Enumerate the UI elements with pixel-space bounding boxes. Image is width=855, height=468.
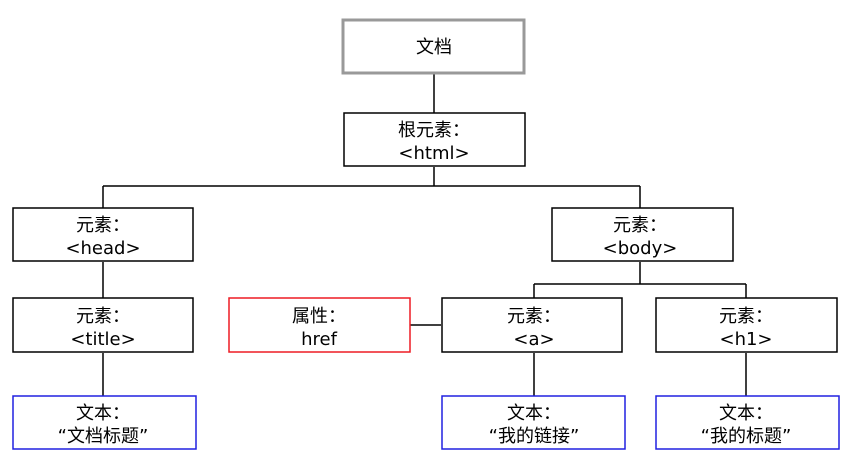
node-a-text-value: “我的链接” [489, 426, 580, 447]
node-a-text-type: 文本： [507, 403, 561, 424]
node-html-type: 根元素： [398, 120, 470, 141]
node-href-attribute: 属性： href [228, 297, 411, 353]
node-h1-tag: <h1> [719, 329, 772, 350]
node-head: 元素： <head> [12, 207, 194, 262]
node-a-type: 元素： [507, 306, 561, 327]
node-h1-text-type: 文本： [719, 403, 773, 424]
node-h1-type: 元素： [719, 306, 773, 327]
node-a: 元素： <a> [441, 297, 623, 353]
node-head-tag: <head> [65, 238, 140, 259]
node-body-type: 元素： [613, 215, 667, 236]
node-title-text-value: “文档标题” [58, 426, 149, 447]
node-h1-text-value: “我的标题” [701, 426, 792, 447]
node-href-name: href [301, 329, 337, 350]
node-title-text-type: 文本： [76, 403, 130, 424]
node-title-text: 文本： “文档标题” [12, 395, 197, 450]
node-title-tag: <title> [70, 329, 135, 350]
node-document: 文档 [341, 18, 526, 75]
node-body: 元素： <body> [551, 207, 734, 262]
node-a-tag: <a> [513, 329, 554, 350]
node-title-type: 元素： [76, 306, 130, 327]
node-title: 元素： <title> [12, 297, 194, 353]
node-href-type: 属性： [292, 306, 346, 327]
node-head-type: 元素： [76, 215, 130, 236]
node-h1: 元素： <h1> [655, 297, 838, 353]
node-a-text: 文本： “我的链接” [441, 395, 626, 450]
node-html-tag: <html> [398, 143, 469, 164]
node-h1-text: 文本： “我的标题” [655, 395, 840, 450]
node-document-label: 文档 [416, 37, 452, 58]
node-html: 根元素： <html> [343, 112, 526, 167]
connectors [102, 73, 747, 396]
node-body-tag: <body> [603, 238, 678, 259]
